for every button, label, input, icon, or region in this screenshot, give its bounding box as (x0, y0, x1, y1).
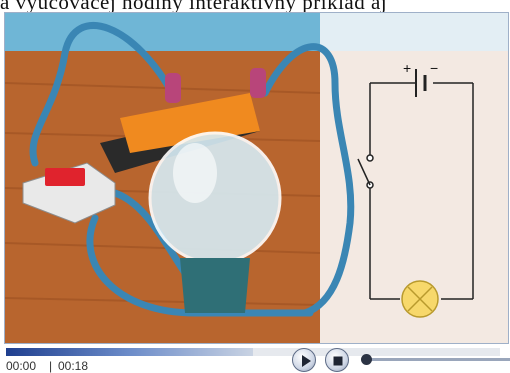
caption-text: a vyučovacej hodiny interaktívny príklad… (0, 0, 510, 12)
progress-bar[interactable] (6, 348, 500, 356)
play-button[interactable] (292, 348, 316, 372)
stop-icon (326, 349, 350, 373)
battery-minus-label: − (430, 60, 438, 76)
video-frame[interactable]: + − (4, 12, 509, 344)
stop-button[interactable] (325, 348, 349, 372)
play-icon (293, 349, 317, 373)
battery-plus-label: + (403, 60, 411, 76)
volume-track[interactable] (365, 358, 510, 361)
video-scene: + − (5, 13, 509, 344)
volume-knob[interactable] (361, 354, 372, 365)
progress-fill (6, 348, 253, 356)
